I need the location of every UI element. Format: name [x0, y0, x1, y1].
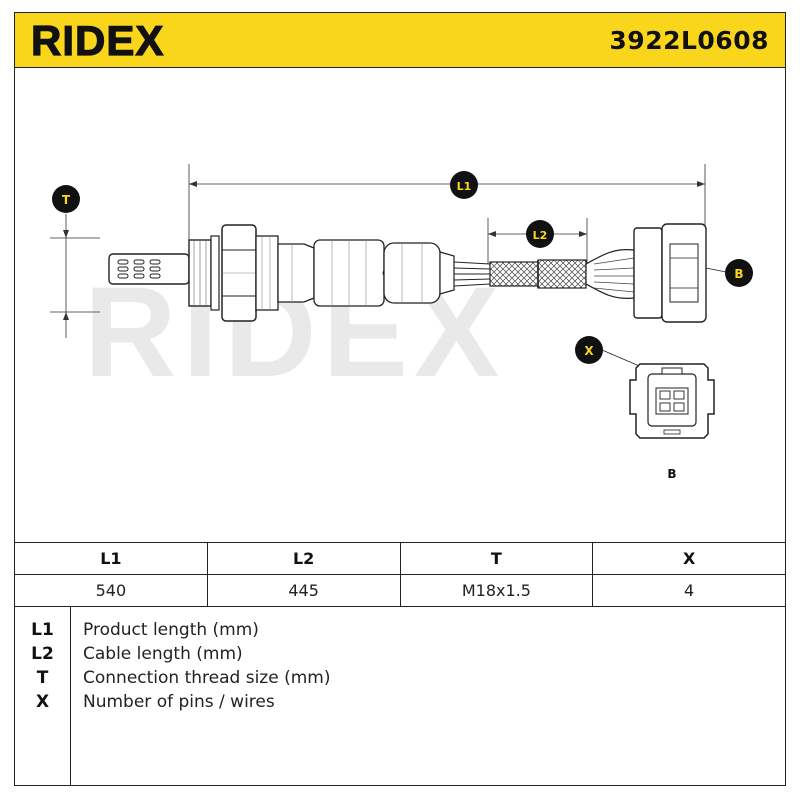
connector-caption: B [667, 467, 676, 481]
legend-item: L2 Cable length (mm) [15, 642, 785, 666]
header-bar: RIDEX 3922L0608 [14, 12, 786, 68]
legend-item: L1 Product length (mm) [15, 618, 785, 642]
marker-b-label: B [734, 267, 743, 281]
legend-description: Cable length (mm) [83, 644, 243, 664]
legend-item: X Number of pins / wires [15, 690, 785, 714]
legend-divider [70, 606, 71, 785]
part-number: 3922L0608 [609, 26, 769, 55]
spec-value-l2: 445 [206, 574, 401, 607]
spec-header-l1: L1 [14, 542, 208, 575]
spec-table: L1 L2 T X 540 445 M18x1.5 4 [14, 542, 786, 607]
spec-header-x: X [592, 542, 786, 575]
marker-x-label: X [584, 344, 594, 358]
legend-description: Connection thread size (mm) [83, 668, 331, 688]
marker-l1: L1 [450, 171, 478, 199]
legend-description: Product length (mm) [83, 620, 259, 640]
connector-face [629, 363, 715, 439]
marker-l1-label: L1 [457, 180, 472, 193]
spec-value-x: 4 [592, 574, 786, 607]
marker-t: T [52, 185, 80, 213]
spec-header-l2: L2 [206, 542, 401, 575]
technical-drawing: RIDEX T L1 L2 [50, 164, 753, 481]
spec-value-l1: 540 [14, 574, 208, 607]
legend-key: L2 [31, 644, 54, 664]
spec-table-header-row: L1 L2 T X [14, 542, 786, 575]
legend-item: T Connection thread size (mm) [15, 666, 785, 690]
spec-table-value-row: 540 445 M18x1.5 4 [14, 574, 786, 607]
marker-l2: L2 [526, 220, 554, 248]
legend-description: Number of pins / wires [83, 692, 275, 712]
spec-value-t: M18x1.5 [399, 574, 594, 607]
marker-t-label: T [62, 193, 71, 207]
legend-key: T [36, 668, 49, 688]
legend-key: X [35, 692, 50, 712]
marker-x: X [575, 336, 603, 364]
brand-logo-text: RIDEX [31, 17, 164, 63]
spec-header-t: T [399, 542, 594, 575]
marker-l2-label: L2 [533, 229, 548, 242]
marker-b: B [725, 259, 753, 287]
legend-key: L1 [31, 620, 54, 640]
brand-logo: RIDEX [30, 17, 164, 63]
legend: L1 Product length (mm) L2 Cable length (… [14, 606, 786, 786]
